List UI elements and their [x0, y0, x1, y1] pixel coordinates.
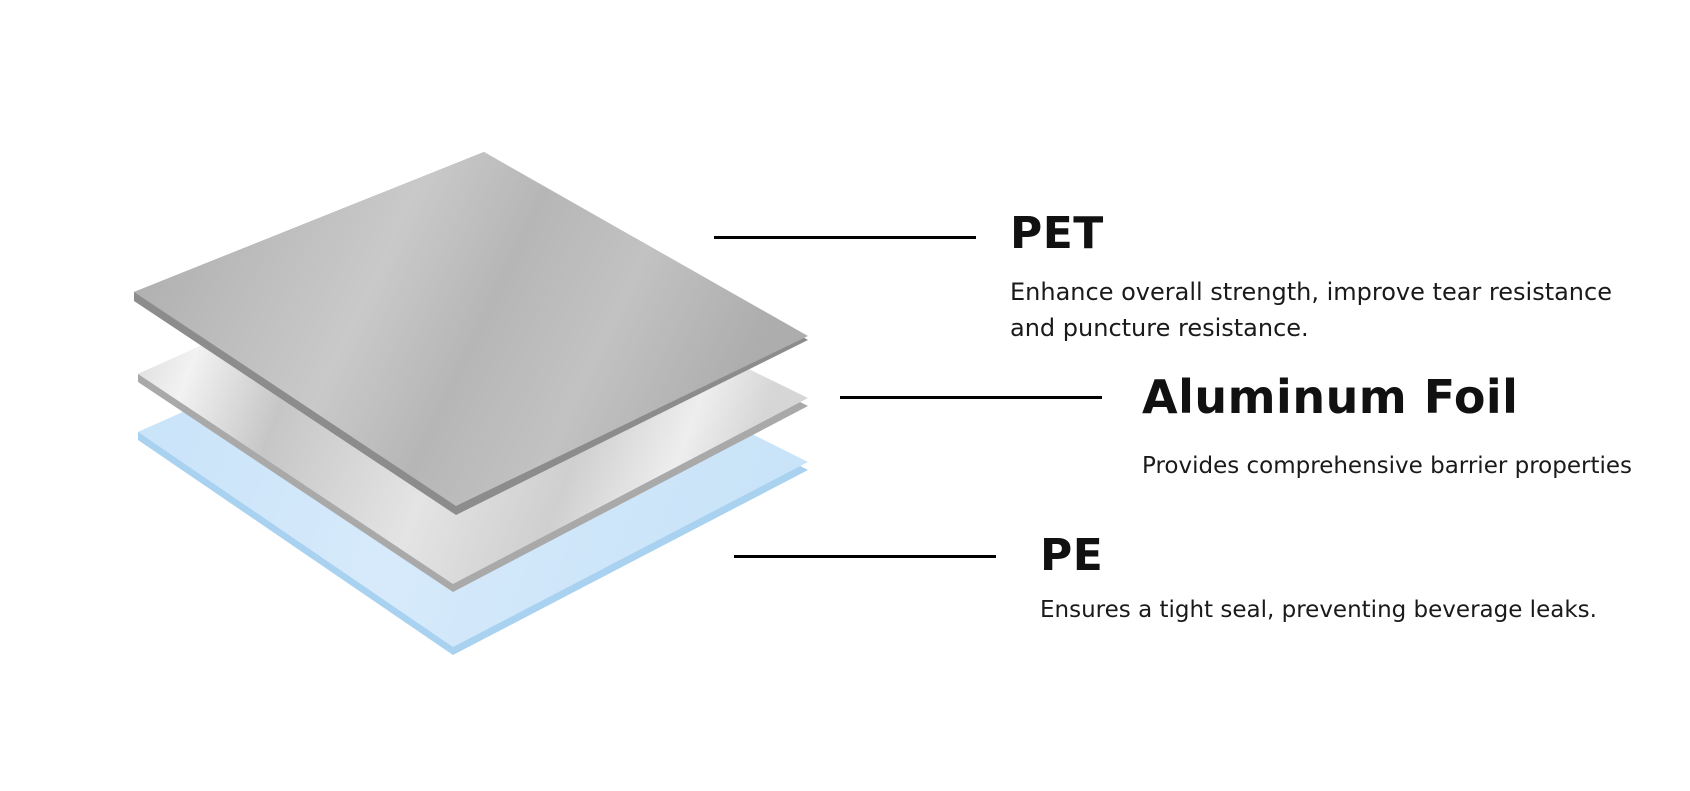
pet-leader-line: [714, 236, 976, 239]
pet-sheet: [134, 152, 808, 515]
pet-description: Enhance overall strength, improve tear r…: [1010, 278, 1612, 342]
aluminum-foil-leader-line: [840, 396, 1102, 399]
pe-description: Ensures a tight seal, preventing beverag…: [1040, 597, 1597, 623]
aluminum-foil-description: Provides comprehensive barrier propertie…: [1142, 453, 1632, 479]
aluminum-foil-title: Aluminum Foil: [1142, 370, 1519, 424]
pe-title: PE: [1040, 530, 1104, 581]
pet-title: PET: [1010, 208, 1104, 259]
pe-leader-line: [734, 555, 996, 558]
